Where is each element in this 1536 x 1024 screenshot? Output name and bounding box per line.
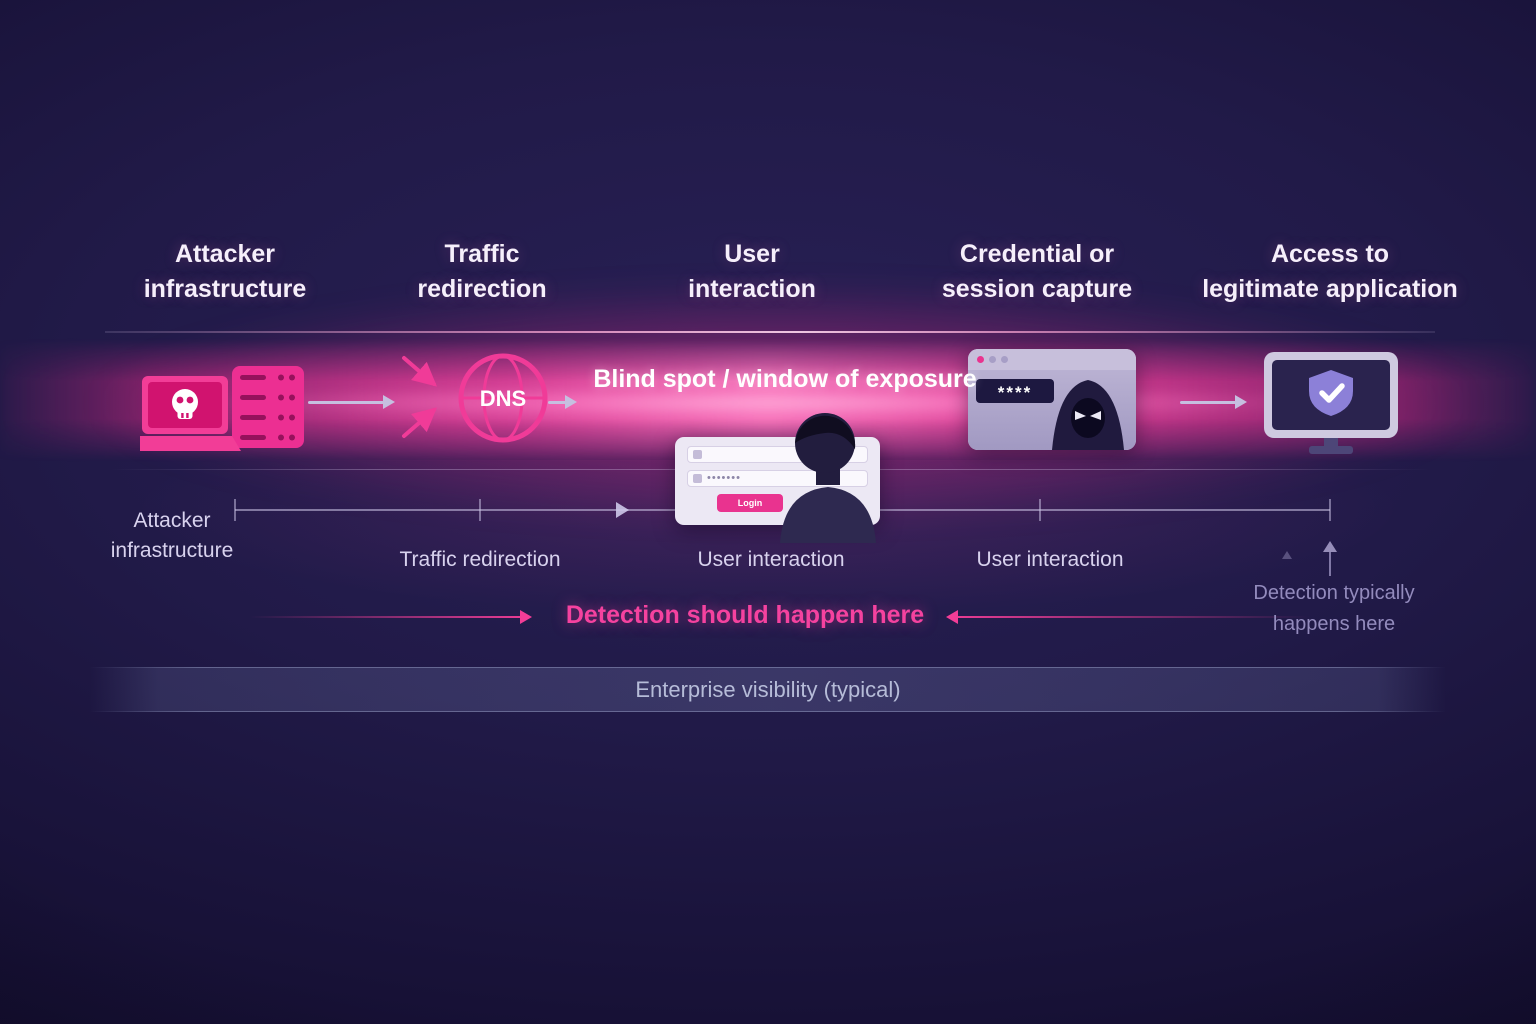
band-top-line <box>105 331 1435 333</box>
up-arrow-icon <box>1323 541 1337 552</box>
timeline-label-user-interaction-2: User interaction <box>976 548 1124 571</box>
dns-label: DNS <box>480 386 526 411</box>
stage-title-line: session capture <box>941 274 1133 303</box>
dns-globe-icon: DNS <box>402 353 548 443</box>
user-field-icon <box>693 450 702 459</box>
timeline-tick <box>1329 499 1331 521</box>
detection-typical-label: Detection typically happens here <box>1253 582 1415 635</box>
detection-should-label: Detection should happen here <box>565 601 925 629</box>
stage-title-line: redirection <box>417 274 547 303</box>
stage-title-credential-capture: Credential or session capture <box>907 237 1167 306</box>
timeline-label-attacker-infrastructure: Attacker infrastructure <box>110 509 234 563</box>
enterprise-visibility-band: Enterprise visibility (typical) <box>90 667 1446 712</box>
hacker-hooded-figure-icon <box>1052 380 1124 450</box>
stage-title-line: legitimate application <box>1202 274 1458 303</box>
stage-title-attacker-infrastructure: Attacker infrastructure <box>95 237 355 306</box>
redirect-arrows-icon <box>402 356 438 438</box>
timeline-label-user-interaction-1: User interaction <box>697 548 845 571</box>
stage-title-legitimate-application: Access to legitimate application <box>1175 237 1485 306</box>
arrow-capture-to-application <box>1180 395 1247 409</box>
user-person-icon <box>780 413 876 543</box>
legitimate-application-monitor-icon <box>1264 352 1398 454</box>
stage-title-line: Traffic <box>444 240 520 268</box>
stage-title-line: Credential or <box>959 240 1115 268</box>
stage-title-line: infrastructure <box>143 274 307 303</box>
timeline-label-traffic-redirection: Traffic redirection <box>399 548 561 571</box>
detection-should-left-line <box>250 616 520 618</box>
timeline-tick <box>1039 499 1041 521</box>
timeline-tick <box>479 499 481 521</box>
stage-title-line: Access to <box>1270 240 1390 268</box>
password-field-icon <box>693 474 702 483</box>
password-dots: ••••••• <box>707 472 741 484</box>
stage-title-line: User <box>724 240 780 268</box>
stage-title-user-interaction: User interaction <box>642 237 862 306</box>
up-arrow-icon-small <box>1282 551 1292 559</box>
left-arrowhead-icon <box>946 610 958 624</box>
stage-title-line: interaction <box>688 274 816 303</box>
timeline-arrowhead <box>616 502 629 518</box>
titlebar-dot-icon <box>989 356 996 363</box>
arrow-attacker-to-dns <box>308 395 395 409</box>
blind-spot-label: Blind spot / window of exposure <box>593 365 977 393</box>
up-arrow-line <box>1329 552 1331 576</box>
titlebar-dot-icon <box>1001 356 1008 363</box>
titlebar-dot-icon <box>977 356 984 363</box>
stage-title-line: Attacker <box>174 240 276 268</box>
right-arrowhead-icon <box>520 610 532 624</box>
enterprise-visibility-label: Enterprise visibility (typical) <box>635 677 901 702</box>
attacker-infrastructure-icon <box>140 366 304 451</box>
stage-title-traffic-redirection: Traffic redirection <box>372 237 592 306</box>
